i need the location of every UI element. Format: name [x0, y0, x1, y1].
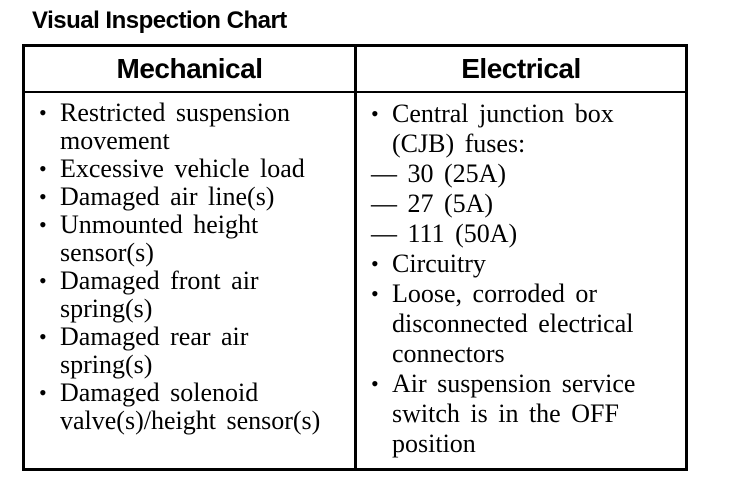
inspection-item: • Circuitry — [371, 249, 679, 279]
text-line: spring(s) — [60, 350, 153, 379]
item-text: Damaged air line(s) — [60, 183, 348, 211]
bullet-icon: • — [39, 268, 47, 293]
table-header-row: Mechanical Electrical — [25, 47, 685, 93]
text-line: Loose, corroded or — [392, 279, 598, 308]
text-line: valve(s)/height sensor(s) — [60, 406, 321, 435]
item-text: Central junction box(CJB) fuses: — [392, 99, 679, 159]
text-line: sensor(s) — [60, 238, 154, 267]
bullet-icon: • — [371, 281, 379, 306]
fuse-sub-item: — 111 (50A) — [371, 219, 679, 249]
text-line: switch is in the OFF — [392, 399, 619, 428]
text-line: Restricted suspension — [60, 98, 291, 127]
electrical-items-list: • Central junction box(CJB) fuses:— 30 (2… — [357, 93, 685, 468]
bullet-icon: • — [39, 184, 47, 209]
text-line: spring(s) — [60, 294, 153, 323]
bullet-icon: • — [39, 380, 47, 405]
visual-inspection-table: Mechanical Electrical • Restricted suspen… — [22, 44, 688, 471]
text-line: disconnected electrical — [392, 309, 634, 338]
text-line: Unmounted height — [60, 210, 259, 239]
item-text: Circuitry — [392, 249, 679, 279]
item-text: — 30 (25A) — [371, 159, 679, 189]
text-line: Damaged rear air — [60, 322, 249, 351]
item-text: — 111 (50A) — [371, 219, 679, 249]
item-text: Excessive vehicle load — [60, 155, 348, 183]
item-text: — 27 (5A) — [371, 189, 679, 219]
text-line: position — [392, 429, 476, 458]
page-title: Visual Inspection Chart — [32, 7, 287, 34]
fuse-sub-item: — 30 (25A) — [371, 159, 679, 189]
column-header-mechanical: Mechanical — [25, 47, 357, 91]
inspection-item: • Excessive vehicle load — [39, 155, 348, 183]
bullet-icon: • — [371, 101, 379, 126]
text-line: Circuitry — [392, 249, 486, 278]
text-line: connectors — [392, 339, 505, 368]
text-line: movement — [60, 126, 170, 155]
inspection-item: • Damaged air line(s) — [39, 183, 348, 211]
inspection-item: • Central junction box(CJB) fuses: — [371, 99, 679, 159]
text-line: — 27 (5A) — [371, 189, 494, 218]
bullet-icon: • — [39, 324, 47, 349]
text-line: Central junction box — [392, 99, 614, 128]
bullet-icon: • — [39, 100, 47, 125]
fuse-sub-item: — 27 (5A) — [371, 189, 679, 219]
text-line: Excessive vehicle load — [60, 154, 305, 183]
bullet-icon: • — [371, 251, 379, 276]
column-header-electrical: Electrical — [461, 53, 581, 84]
text-line: Damaged front air — [60, 266, 259, 295]
text-line: Damaged solenoid — [60, 378, 259, 407]
bullet-icon: • — [39, 156, 47, 181]
text-line: — 111 (50A) — [371, 219, 518, 248]
text-line: Air suspension service — [392, 369, 636, 398]
bullet-icon: • — [371, 371, 379, 396]
bullet-icon: • — [39, 212, 47, 237]
text-line: — 30 (25A) — [371, 159, 507, 188]
text-line: (CJB) fuses: — [392, 129, 526, 158]
text-line: Damaged air line(s) — [60, 182, 275, 211]
